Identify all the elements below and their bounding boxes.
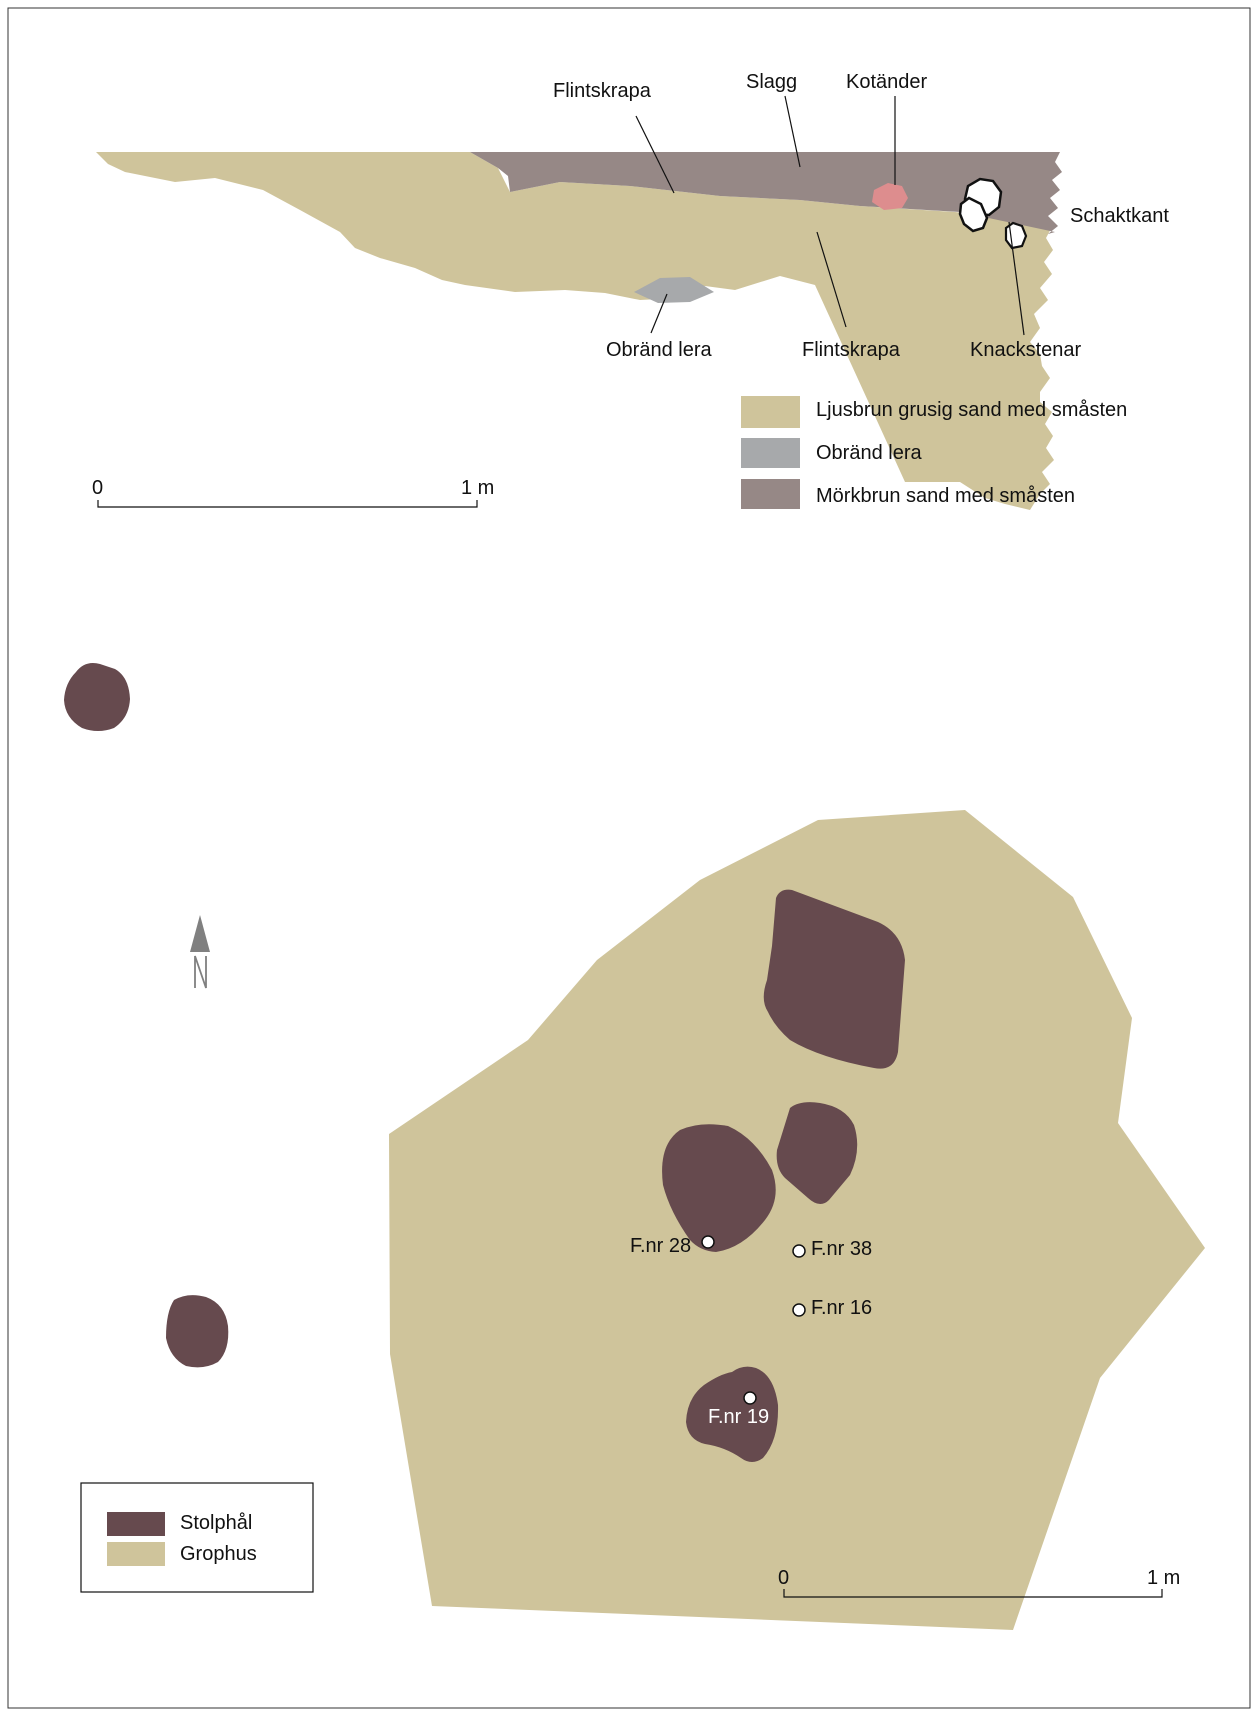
plan-scale-bar: 0 1 m: [778, 1567, 1180, 1598]
label-flintskrapa-top: Flintskrapa: [553, 80, 652, 102]
find-28-marker: [701, 1235, 715, 1249]
section-legend: Ljusbrun grusig sand med småsten Obränd …: [741, 396, 1127, 509]
plan-scale-line: [783, 1589, 1163, 1598]
legend-swatch-dark-sand: [741, 479, 800, 509]
plan-legend-label-grophus: Grophus: [180, 1543, 257, 1565]
leader-flintskrapa-bottom: [816, 231, 847, 328]
find-19-marker: [743, 1391, 757, 1405]
find-16-label: F.nr 16: [811, 1297, 872, 1319]
section-profile: Flintskrapa Slagg Kotänder Schaktkant Ob…: [92, 71, 1169, 510]
leader-flintskrapa-top: [635, 115, 675, 194]
legend-swatch-unburnt-clay: [741, 438, 800, 468]
north-arrow-icon: [190, 915, 210, 952]
plan-legend-swatch-grophus: [107, 1542, 165, 1566]
posthole-left: [662, 1124, 776, 1252]
pithouse-feature: [389, 810, 1205, 1630]
find-38-marker: [792, 1244, 806, 1258]
legend-label-dark-sand: Mörkbrun sand med småsten: [816, 485, 1075, 507]
posthole-middle: [776, 1102, 858, 1205]
find-38-label: F.nr 38: [811, 1238, 872, 1260]
plan-legend-label-stolphal: Stolphål: [180, 1512, 252, 1534]
label-obrand-lera: Obränd lera: [606, 339, 712, 361]
posthole-isolated-south: [166, 1295, 229, 1368]
plan-scale-end: 1 m: [1147, 1567, 1180, 1589]
plan-view: F.nr 28 F.nr 38 F.nr 16 F.nr 19 N Stolph…: [64, 663, 1205, 1630]
find-16: F.nr 16: [792, 1297, 872, 1319]
dark-sand-layer: [470, 152, 1062, 234]
plan-legend-box: [80, 1482, 314, 1593]
plan-legend-swatch-stolphal: [107, 1512, 165, 1536]
find-28-label: F.nr 28: [630, 1235, 691, 1257]
section-scale-end: 1 m: [461, 477, 494, 499]
leader-obrand-lera: [650, 293, 668, 334]
label-flintskrapa-bottom: Flintskrapa: [802, 339, 901, 361]
unburnt-clay-lens: [634, 277, 714, 303]
legend-swatch-light-sand: [741, 396, 800, 428]
section-scale-bar: 0 1 m: [92, 477, 494, 508]
posthole-with-find-19: [686, 1366, 779, 1462]
leader-slagg: [784, 95, 801, 168]
legend-label-unburnt-clay: Obränd lera: [816, 442, 922, 464]
label-knackstenar: Knackstenar: [970, 339, 1082, 361]
section-scale-start: 0: [92, 477, 103, 499]
leader-knackstenar: [1008, 221, 1025, 336]
find-19-label: F.nr 19: [708, 1406, 769, 1428]
hammerstone-3: [1004, 221, 1028, 250]
find-19: F.nr 19: [708, 1391, 769, 1428]
label-kotander: Kotänder: [846, 71, 928, 93]
north-arrow-letter: [194, 955, 207, 989]
light-sand-layer: [96, 152, 1054, 510]
legend-label-light-sand: Ljusbrun grusig sand med småsten: [816, 399, 1127, 421]
find-38: F.nr 38: [792, 1238, 872, 1260]
plan-scale-start: 0: [778, 1567, 789, 1589]
posthole-large: [763, 889, 905, 1069]
plan-legend: Stolphål Grophus: [80, 1482, 314, 1593]
find-16-marker: [792, 1303, 806, 1317]
posthole-isolated-north: [64, 663, 130, 731]
section-scale-line: [97, 500, 478, 508]
north-arrow: N: [190, 915, 210, 989]
find-28: F.nr 28: [630, 1235, 715, 1257]
label-slagg: Slagg: [746, 71, 797, 93]
hammerstone-2: [958, 196, 989, 233]
cattle-teeth-find: [872, 183, 908, 210]
label-schaktkant: Schaktkant: [1070, 205, 1169, 227]
